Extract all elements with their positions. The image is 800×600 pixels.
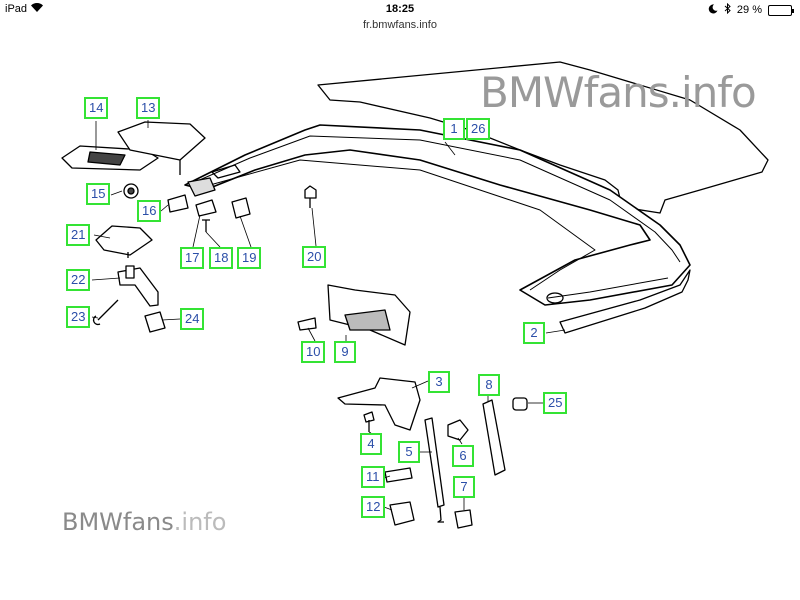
callout-12[interactable]: 12	[361, 496, 386, 518]
part-17	[195, 199, 217, 217]
callout-16[interactable]: 16	[137, 200, 162, 222]
device-name: iPad	[5, 3, 28, 15]
callout-21[interactable]: 21	[66, 224, 91, 246]
url-text: fr.bmwfans.info	[363, 19, 437, 31]
watermark-main: BMWfans	[62, 508, 174, 536]
part-23	[92, 299, 119, 326]
battery-icon	[768, 4, 794, 16]
part-6	[447, 419, 469, 441]
callout-15[interactable]: 15	[86, 183, 111, 205]
callout-8[interactable]: 8	[478, 374, 500, 396]
callout-19[interactable]: 19	[237, 247, 262, 269]
address-bar[interactable]: fr.bmwfans.info	[0, 18, 800, 38]
callout-5[interactable]: 5	[398, 441, 420, 463]
part-5	[424, 417, 445, 508]
battery-percent: 29 %	[736, 4, 762, 16]
corner-fitting	[546, 292, 564, 304]
callout-14[interactable]: 14	[84, 97, 109, 119]
callout-22[interactable]: 22	[66, 269, 91, 291]
part-8	[482, 399, 506, 476]
top-frame	[184, 124, 691, 306]
callout-7[interactable]: 7	[453, 476, 475, 498]
part-3	[337, 377, 421, 431]
part-19	[231, 197, 251, 219]
moon-icon	[708, 3, 718, 17]
watermark-bottom: BMWfans.info	[62, 508, 226, 536]
part-10	[297, 317, 317, 331]
callout-11[interactable]: 11	[361, 466, 385, 488]
watermark-top: BMWfans.info	[480, 68, 757, 117]
part-16	[167, 194, 189, 213]
part-4	[363, 411, 375, 432]
callout-17[interactable]: 17	[180, 247, 205, 269]
callout-9[interactable]: 9	[334, 341, 356, 363]
bluetooth-icon	[724, 2, 731, 17]
part-11	[384, 467, 413, 483]
part-7	[454, 509, 473, 529]
callout-4[interactable]: 4	[360, 433, 382, 455]
callout-24[interactable]: 24	[180, 308, 205, 330]
part-24	[144, 311, 166, 333]
callout-10[interactable]: 10	[301, 341, 326, 363]
parts-diagram	[61, 61, 769, 529]
part-12	[389, 501, 415, 526]
part-13	[117, 121, 206, 161]
seal-strip	[559, 269, 691, 334]
callout-2[interactable]: 2	[523, 322, 545, 344]
part-20	[304, 185, 317, 199]
status-bar: iPad 18:25 29 %	[0, 0, 800, 18]
callout-1[interactable]: 1	[443, 118, 465, 140]
callout-25[interactable]: 25	[543, 392, 568, 414]
callout-20[interactable]: 20	[302, 246, 327, 268]
callout-3[interactable]: 3	[428, 371, 450, 393]
callout-18[interactable]: 18	[209, 247, 234, 269]
callout-13[interactable]: 13	[136, 97, 161, 119]
part-18	[202, 219, 210, 232]
callout-23[interactable]: 23	[66, 306, 91, 328]
watermark-dim: .info	[173, 508, 227, 536]
clock: 18:25	[385, 3, 415, 15]
callout-26[interactable]: 26	[466, 118, 491, 140]
part-25	[512, 397, 528, 411]
cover-panel	[317, 61, 769, 214]
callout-6[interactable]: 6	[452, 445, 474, 467]
part-21	[95, 225, 153, 256]
wifi-icon	[30, 2, 44, 16]
part-22	[117, 267, 159, 307]
